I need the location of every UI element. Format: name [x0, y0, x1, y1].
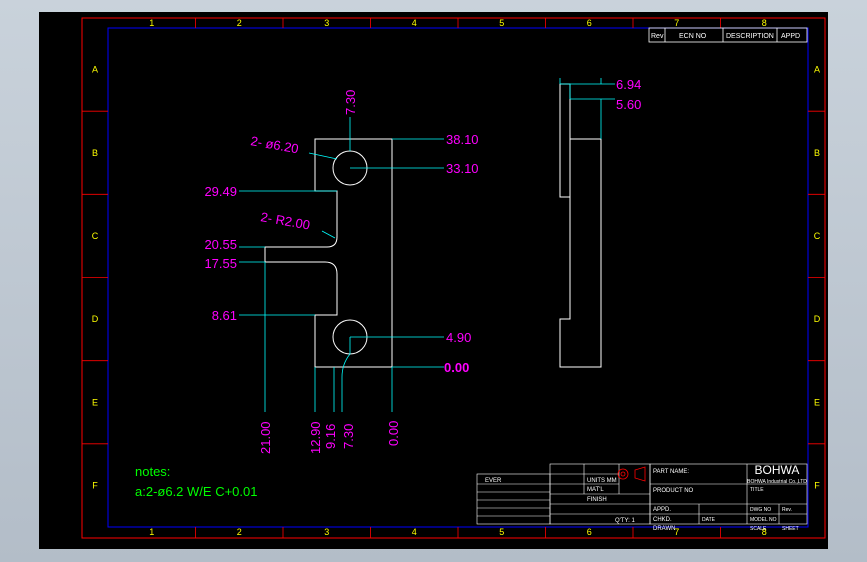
finish-label: FINISH — [587, 497, 607, 503]
side-view-part[interactable] — [559, 83, 602, 368]
outer-border — [81, 17, 826, 539]
ecn-header: ECN NO — [679, 33, 707, 40]
notes: notes: a:2-ø6.2 W/E C+0.01 — [135, 464, 257, 499]
units-label: UNITS MM — [587, 478, 617, 484]
grid-col-bottom-2: 2 — [237, 527, 242, 537]
sheet-label: SHEET — [782, 526, 799, 532]
dimension-lines — [239, 78, 615, 412]
company-name: BOHWA — [755, 463, 800, 477]
radius-callout: 2- R2.00 — [259, 209, 311, 232]
dim-0-00-bottom: 0.00 — [386, 421, 401, 446]
rev-header: Rev — [651, 33, 664, 40]
grid-row-left-A: A — [92, 65, 98, 75]
dim-33-10: 33.10 — [446, 161, 479, 176]
material-label: MAT'L — [587, 487, 604, 493]
dwg-no-label: DWG NO — [750, 507, 771, 513]
grid-row-right-A: A — [814, 65, 820, 75]
dim-12-90: 12.90 — [308, 421, 323, 454]
grid-row-left-F: F — [92, 480, 98, 490]
chkd-label: CHKD. — [653, 517, 672, 523]
grid-row-left-D: D — [92, 314, 99, 324]
grid-col-top-4: 4 — [412, 18, 417, 28]
grid-col-bottom-7: 7 — [674, 527, 679, 537]
date-label: DATE — [702, 517, 716, 523]
grid-col-top-3: 3 — [324, 18, 329, 28]
dim-4-90: 4.90 — [446, 330, 471, 345]
grid-col-bottom-8: 8 — [762, 527, 767, 537]
grid-col-top-8: 8 — [762, 18, 767, 28]
ever-label: EVER — [485, 478, 502, 484]
grid-row-right-D: D — [814, 314, 821, 324]
notes-line1: a:2-ø6.2 W/E C+0.01 — [135, 484, 257, 499]
front-view-part[interactable] — [264, 138, 393, 368]
qty-label: Q'TY: 1 — [615, 518, 635, 524]
dim-20-55: 20.55 — [204, 237, 237, 252]
dim-7-30-top: 7.30 — [343, 90, 358, 115]
revision-table: Rev ECN NO DESCRIPTION APPD — [648, 27, 808, 43]
grid-row-left-C: C — [92, 231, 99, 241]
grid-col-bottom-6: 6 — [587, 527, 592, 537]
grid-col-top-2: 2 — [237, 18, 242, 28]
model-no-label: MODEL NO — [750, 517, 777, 523]
side-dim-5-60: 5.60 — [616, 97, 641, 112]
title-block-text: EVER UNITS MM MAT'L FINISH Q'TY: 1 PART … — [485, 463, 807, 532]
side-dim-6-94: 6.94 — [616, 77, 641, 92]
projection-symbol — [617, 466, 646, 482]
product-no-label: PRODUCT NO — [653, 488, 694, 494]
description-header: DESCRIPTION — [726, 33, 774, 40]
scale-label: SCALE — [750, 526, 767, 532]
grid-col-bottom-3: 3 — [324, 527, 329, 537]
grid-col-top-7: 7 — [674, 18, 679, 28]
grid-row-left-E: E — [92, 397, 98, 407]
dim-7-30-bottom: 7.30 — [341, 424, 356, 449]
grid-col-top-1: 1 — [149, 18, 154, 28]
dim-21-00: 21.00 — [258, 421, 273, 454]
company-sub: BOHWA Industrial Co.,LTD — [747, 479, 807, 485]
dim-29-49: 29.49 — [204, 184, 237, 199]
dim-9-16: 9.16 — [323, 424, 338, 449]
dim-17-55: 17.55 — [204, 256, 237, 271]
appd-label: APPD. — [653, 507, 671, 513]
hole-callout: 2- ø6.20 — [249, 133, 299, 156]
title-label: TITLE — [750, 487, 764, 493]
grid-col-bottom-4: 4 — [412, 527, 417, 537]
grid-row-right-F: F — [814, 480, 820, 490]
dim-8-61: 8.61 — [212, 308, 237, 323]
part-name-label: PART NAME: — [653, 469, 689, 475]
grid-col-bottom-5: 5 — [499, 527, 504, 537]
grid-col-top-5: 5 — [499, 18, 504, 28]
inner-border — [107, 27, 809, 528]
title-block — [476, 463, 808, 525]
rev-label: Rev. — [782, 507, 792, 513]
grid-row-right-C: C — [814, 231, 821, 241]
dim-38-10: 38.10 — [446, 132, 479, 147]
grid-row-right-E: E — [814, 397, 820, 407]
grid-row-right-B: B — [814, 148, 820, 158]
grid-col-top-6: 6 — [587, 18, 592, 28]
notes-title: notes: — [135, 464, 170, 479]
grid-row-left-B: B — [92, 148, 98, 158]
drawn-label: DRAWN — [653, 526, 675, 532]
grid-col-bottom-1: 1 — [149, 527, 154, 537]
dim-0-00-right: 0.00 — [444, 360, 469, 375]
appd-header: APPD — [781, 33, 800, 40]
